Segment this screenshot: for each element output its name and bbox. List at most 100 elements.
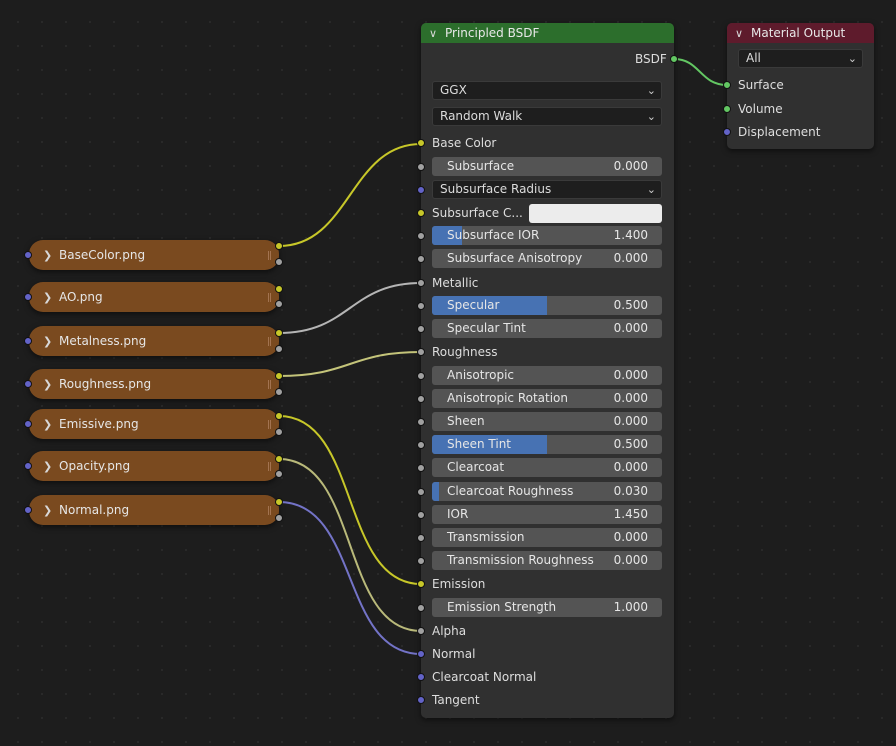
subsurface-anisotropy-socket[interactable] [417,255,425,263]
anisotropic-rotation-field[interactable]: Anisotropic Rotation 0.000 [432,389,662,408]
subsurface-field[interactable]: Subsurface 0.000 [432,157,662,176]
anisotropic-rotation-socket[interactable] [417,395,425,403]
grip-icon: || [266,506,272,516]
chevron-down-icon: ⌄ [646,84,656,97]
grip-icon: || [266,462,272,472]
chevron-right-icon[interactable]: ❯ [43,418,53,431]
subsurface-method-dropdown[interactable]: Random Walk ⌄ [432,107,662,126]
volume-label: Volume [738,102,783,116]
chevron-right-icon[interactable]: ❯ [43,291,53,304]
image-node-title: ❯Emissive.png [43,409,139,440]
vector-input-socket[interactable] [24,251,32,259]
color-output-socket[interactable] [275,412,283,420]
transmission-field[interactable]: Transmission 0.000 [432,528,662,547]
image-node-ao[interactable]: ❯AO.png || [29,282,279,312]
vector-input-socket[interactable] [24,337,32,345]
specular-field[interactable]: Specular 0.500 [432,296,662,315]
transmission-socket[interactable] [417,534,425,542]
material-output-node[interactable]: ∨ Material Output [727,23,874,149]
image-node-title: ❯Roughness.png [43,369,151,400]
subsurface-color-swatch[interactable] [529,204,662,223]
sheen-tint-socket[interactable] [417,441,425,449]
tangent-socket[interactable] [417,696,425,704]
sheen-tint-fill [432,435,547,454]
bsdf-output-socket[interactable] [670,55,678,63]
subsurface-ior-field[interactable]: Subsurface IOR 1.400 [432,226,662,245]
transmission-roughness-field[interactable]: Transmission Roughness 0.000 [432,551,662,570]
clearcoat-socket[interactable] [417,464,425,472]
link-normal [278,501,422,655]
clearcoat-normal-socket[interactable] [417,673,425,681]
specular-tint-socket[interactable] [417,325,425,333]
color-output-socket[interactable] [275,455,283,463]
alpha-output-socket[interactable] [275,258,283,266]
normal-socket[interactable] [417,650,425,658]
chevron-down-icon[interactable]: ∨ [429,26,438,40]
emission-socket[interactable] [417,580,425,588]
alpha-output-socket[interactable] [275,428,283,436]
clearcoat-field[interactable]: Clearcoat 0.000 [432,458,662,477]
node-title: Material Output [751,26,846,40]
metallic-socket[interactable] [417,279,425,287]
sheen-tint-field[interactable]: Sheen Tint 0.500 [432,435,662,454]
chevron-right-icon[interactable]: ❯ [43,460,53,473]
chevron-down-icon[interactable]: ∨ [735,26,744,40]
vector-input-socket[interactable] [24,293,32,301]
image-node-roughness[interactable]: ❯Roughness.png || [29,369,279,399]
subsurface-color-socket[interactable] [417,209,425,217]
color-output-socket[interactable] [275,372,283,380]
anisotropic-socket[interactable] [417,372,425,380]
color-output-socket[interactable] [275,285,283,293]
alpha-output-socket[interactable] [275,300,283,308]
image-node-basecolor[interactable]: ❯BaseColor.png || [29,240,279,270]
alpha-output-socket[interactable] [275,514,283,522]
surface-socket[interactable] [723,81,731,89]
vector-input-socket[interactable] [24,380,32,388]
anisotropic-field[interactable]: Anisotropic 0.000 [432,366,662,385]
color-output-socket[interactable] [275,498,283,506]
vector-input-socket[interactable] [24,420,32,428]
clearcoat-roughness-field[interactable]: Clearcoat Roughness 0.030 [432,482,662,501]
distribution-dropdown[interactable]: GGX ⌄ [432,81,662,100]
chevron-right-icon[interactable]: ❯ [43,504,53,517]
color-output-socket[interactable] [275,329,283,337]
displacement-socket[interactable] [723,128,731,136]
vector-input-socket[interactable] [24,506,32,514]
chevron-right-icon[interactable]: ❯ [43,378,53,391]
transmission-roughness-socket[interactable] [417,557,425,565]
node-header[interactable]: ∨ Material Output [727,23,874,43]
link-bsdf-surface [673,58,728,86]
subsurface-radius-socket[interactable] [417,186,425,194]
image-node-opacity[interactable]: ❯Opacity.png || [29,451,279,481]
target-dropdown[interactable]: All ⌄ [738,49,863,68]
subsurface-ior-socket[interactable] [417,232,425,240]
alpha-socket[interactable] [417,627,425,635]
ior-socket[interactable] [417,511,425,519]
image-node-emissive[interactable]: ❯Emissive.png || [29,409,279,439]
chevron-right-icon[interactable]: ❯ [43,249,53,262]
color-output-socket[interactable] [275,242,283,250]
image-node-normal[interactable]: ❯Normal.png || [29,495,279,525]
vector-input-socket[interactable] [24,462,32,470]
emission-strength-field[interactable]: Emission Strength 1.000 [432,598,662,617]
sheen-socket[interactable] [417,418,425,426]
alpha-output-socket[interactable] [275,470,283,478]
alpha-output-socket[interactable] [275,388,283,396]
subsurface-radius-dropdown[interactable]: Subsurface Radius ⌄ [432,180,662,199]
subsurface-anisotropy-field[interactable]: Subsurface Anisotropy 0.000 [432,249,662,268]
emission-strength-socket[interactable] [417,604,425,612]
chevron-right-icon[interactable]: ❯ [43,335,53,348]
roughness-socket[interactable] [417,348,425,356]
base-color-socket[interactable] [417,139,425,147]
specular-socket[interactable] [417,302,425,310]
bsdf-output-label: BSDF [635,52,667,66]
ior-field[interactable]: IOR 1.450 [432,505,662,524]
image-node-metalness[interactable]: ❯Metalness.png || [29,326,279,356]
alpha-output-socket[interactable] [275,345,283,353]
clearcoat-roughness-socket[interactable] [417,488,425,496]
node-header[interactable]: ∨ Principled BSDF [421,23,674,43]
subsurface-socket[interactable] [417,163,425,171]
volume-socket[interactable] [723,105,731,113]
sheen-field[interactable]: Sheen 0.000 [432,412,662,431]
specular-tint-field[interactable]: Specular Tint 0.000 [432,319,662,338]
